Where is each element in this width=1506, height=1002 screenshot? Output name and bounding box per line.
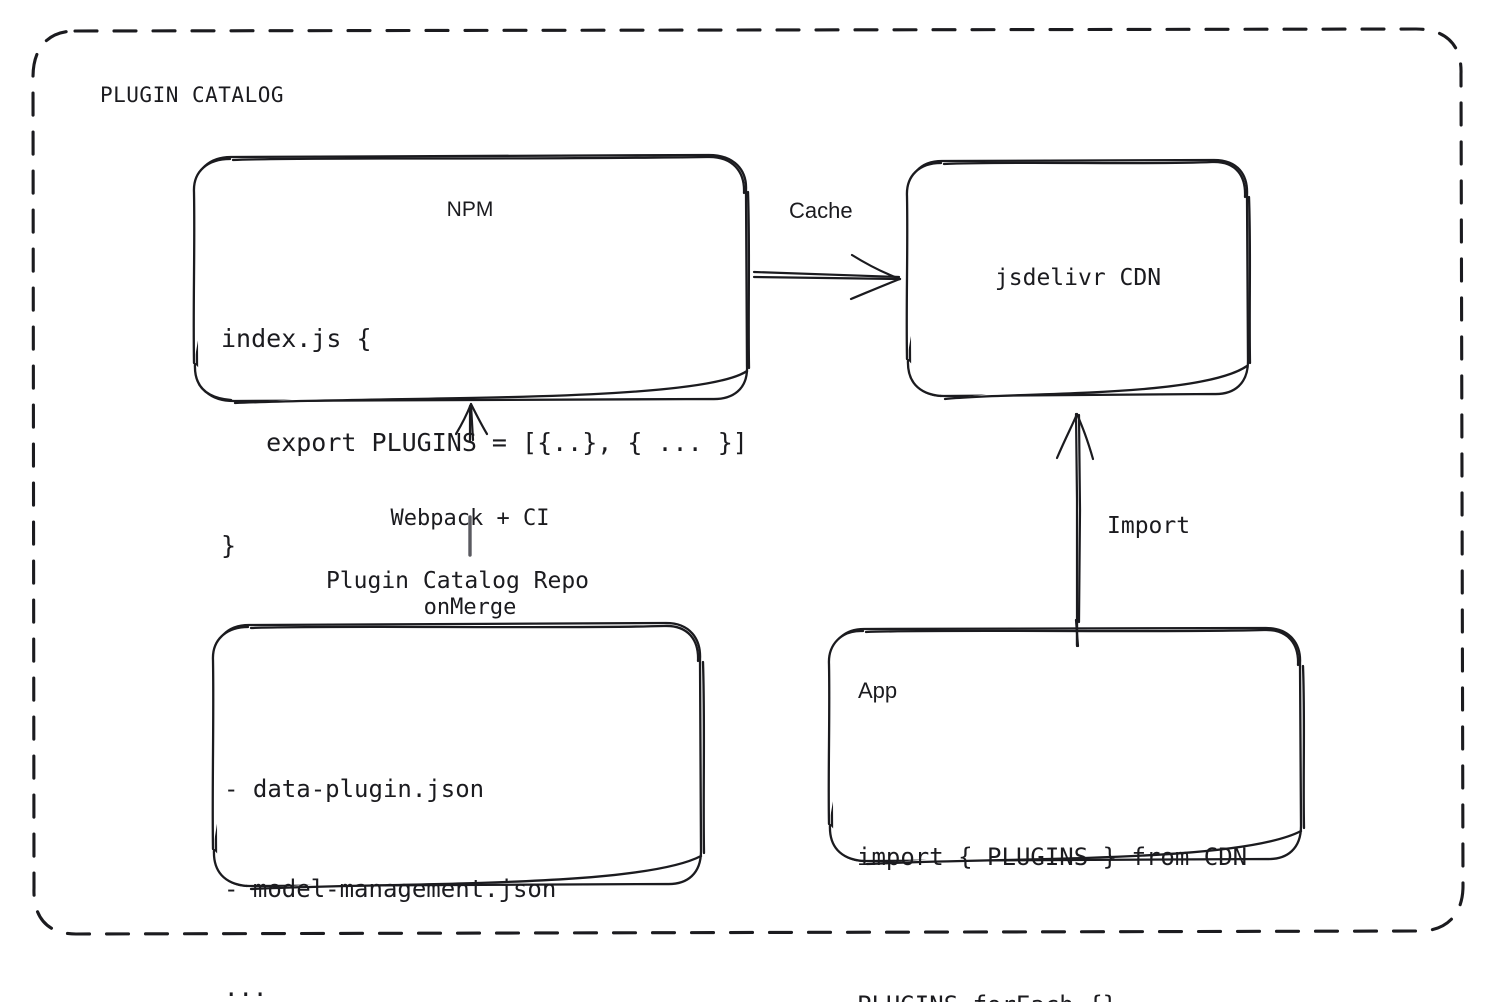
group-title: PLUGIN CATALOG xyxy=(100,83,285,107)
build-edge-arrow xyxy=(454,402,489,557)
npm-code-line: } xyxy=(221,531,237,560)
group-container-border xyxy=(31,27,1465,936)
app-node-title: App xyxy=(858,678,898,703)
build-edge-label-line-2: onMerge xyxy=(423,595,517,621)
build-edge-label-line-1: Webpack + CI xyxy=(390,506,550,532)
npm-node-code: index.js { export PLUGINS = [{..}, { ...… xyxy=(221,253,748,633)
cache-edge-arrow xyxy=(752,253,902,301)
repo-file-item: ... xyxy=(224,973,268,1002)
import-edge-arrow xyxy=(1055,412,1095,648)
repo-node-shape[interactable] xyxy=(211,621,706,891)
npm-node-shape[interactable] xyxy=(192,153,751,405)
repo-node-file-list: - data-plugin.json - model-management.js… xyxy=(224,707,556,1002)
app-code-line: import { PLUGINS } from CDN xyxy=(857,843,1248,872)
cache-edge-label: Cache xyxy=(789,198,853,223)
build-edge-label: Webpack + CI onMerge xyxy=(340,445,600,683)
repo-file-item: - data-plugin.json xyxy=(224,775,485,804)
cdn-node-title: jsdelivr CDN xyxy=(994,265,1162,291)
repo-file-item: - model-management.json xyxy=(224,874,557,903)
cdn-node-shape[interactable] xyxy=(905,158,1252,401)
npm-code-line: index.js { xyxy=(221,324,372,353)
import-edge-label: Import xyxy=(1107,513,1191,539)
repo-node-caption: Plugin Catalog Repo xyxy=(325,568,590,594)
npm-code-line: export PLUGINS = [{..}, { ... }] xyxy=(221,427,748,457)
app-node-code: import { PLUGINS } from CDN PLUGINS.forE… xyxy=(857,735,1247,1002)
app-code-line: PLUGINS.forEach {} xyxy=(857,981,1247,1002)
app-node-shape[interactable] xyxy=(827,626,1306,866)
npm-node-title: NPM xyxy=(446,198,494,221)
